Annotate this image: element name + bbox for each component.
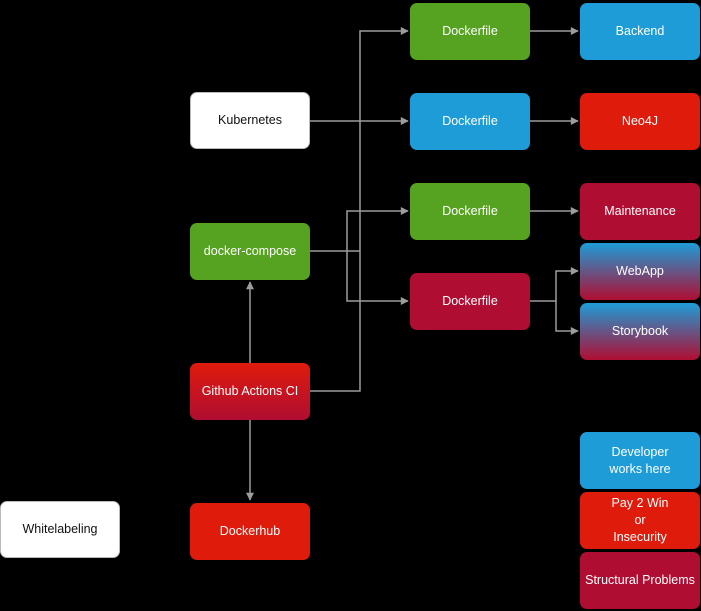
- node-webapp: WebApp: [580, 243, 700, 300]
- node-kubernetes: Kubernetes: [190, 92, 310, 149]
- node-dockerhub: Dockerhub: [190, 503, 310, 560]
- edge-docker-compose-dockerfile-crimson: [346, 251, 409, 305]
- node-dockerfile-webapp: Dockerfile: [410, 273, 530, 330]
- node-docker-compose: docker-compose: [190, 223, 310, 280]
- node-neo4j: Neo4J: [580, 93, 700, 150]
- edge-docker-compose-dockerfile-green2: [346, 207, 409, 251]
- node-structural-problems: Structural Problems: [580, 552, 700, 609]
- node-whitelabeling: Whitelabeling: [0, 501, 120, 558]
- node-github-actions-ci: Github Actions CI: [190, 363, 310, 420]
- node-storybook: Storybook: [580, 303, 700, 360]
- node-backend: Backend: [580, 3, 700, 60]
- edge-dockerfile4-webapp: [530, 267, 579, 302]
- node-pay-2-win-or-insecurity: Pay 2 Win or Insecurity: [580, 492, 700, 549]
- node-dockerfile-backend: Dockerfile: [410, 3, 530, 60]
- edge-dockerfile4-storybook: [555, 301, 579, 335]
- node-dockerfile-neo4j: Dockerfile: [410, 93, 530, 150]
- edge-bus-dockerfile-green1: [359, 27, 409, 121]
- node-maintenance: Maintenance: [580, 183, 700, 240]
- node-developer-works-here: Developer works here: [580, 432, 700, 489]
- node-dockerfile-maintenance: Dockerfile: [410, 183, 530, 240]
- edge-github-actions-bus: [310, 121, 361, 392]
